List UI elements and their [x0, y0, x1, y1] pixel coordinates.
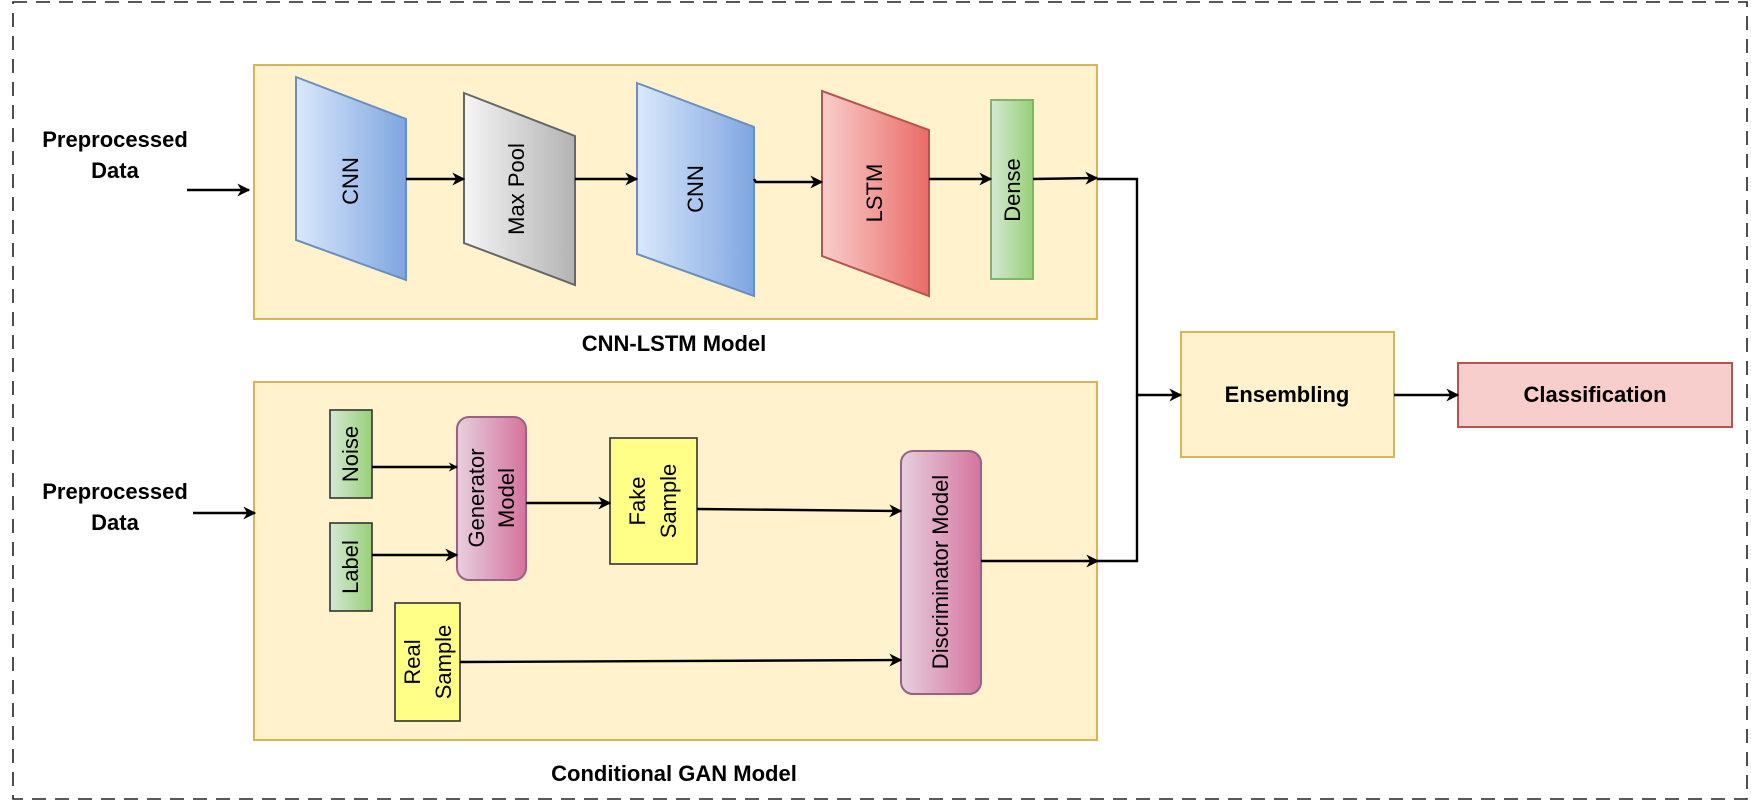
ensembling-block: Ensembling	[1180, 331, 1395, 458]
fake-sample-label-line1: Fake	[625, 477, 650, 526]
real-sample-label-line1: Real	[400, 639, 425, 684]
maxpool-layer: Max Pool	[463, 91, 576, 287]
generator-model-block: Generator Model	[456, 416, 527, 581]
discriminator-model-block: Discriminator Model	[900, 450, 982, 695]
cnn-lstm-caption: CNN-LSTM Model	[582, 331, 767, 356]
connector-cgan-to-ensembling	[1097, 395, 1139, 563]
label-block-label: Label	[338, 540, 363, 594]
connector-cnn-lstm-to-ensembling	[1097, 177, 1183, 402]
arrow-fake-sample-to-discriminator	[696, 504, 903, 518]
cgan-caption: Conditional GAN Model	[551, 761, 797, 786]
discriminator-model-label: Discriminator Model	[928, 475, 953, 669]
input-label-top-line2: Data	[91, 158, 139, 183]
lstm-layer-label: LSTM	[862, 164, 887, 223]
cnn-layer-2-label: CNN	[683, 165, 708, 213]
input-label-bottom-line1: Preprocessed	[42, 479, 188, 504]
classification-label: Classification	[1523, 382, 1666, 407]
input-label-bottom: Preprocessed Data	[42, 479, 188, 535]
noise-block: Noise	[329, 409, 373, 499]
real-sample-block: Real Sample	[394, 602, 461, 722]
input-label-top-line1: Preprocessed	[42, 127, 188, 152]
dense-layer: Dense	[990, 99, 1034, 280]
cnn-layer-2: CNN	[636, 81, 755, 298]
arrow-cnn2-to-lstm	[753, 175, 824, 189]
generator-model-label-line1: Generator	[464, 448, 489, 547]
fake-sample-block: Fake Sample	[609, 437, 698, 565]
generator-model-label-line2: Model	[494, 468, 519, 528]
maxpool-layer-label: Max Pool	[504, 143, 529, 235]
connectors	[187, 171, 1460, 667]
label-block: Label	[329, 522, 373, 612]
cnn-layer-1: CNN	[295, 75, 407, 282]
input-label-top: Preprocessed Data	[42, 127, 188, 183]
arrow-real-sample-to-discriminator	[459, 653, 903, 667]
arrow-dense-to-panel-edge	[1032, 171, 1099, 185]
cnn-layer-1-label: CNN	[338, 157, 363, 205]
ensembling-label: Ensembling	[1225, 382, 1350, 407]
classification-block: Classification	[1457, 362, 1733, 428]
dense-layer-label: Dense	[1000, 158, 1025, 222]
real-sample-label-line2: Sample	[431, 625, 456, 700]
noise-block-label: Noise	[338, 426, 363, 482]
lstm-layer: LSTM	[821, 89, 930, 298]
input-label-bottom-line2: Data	[91, 510, 139, 535]
fake-sample-label-line2: Sample	[656, 464, 681, 539]
